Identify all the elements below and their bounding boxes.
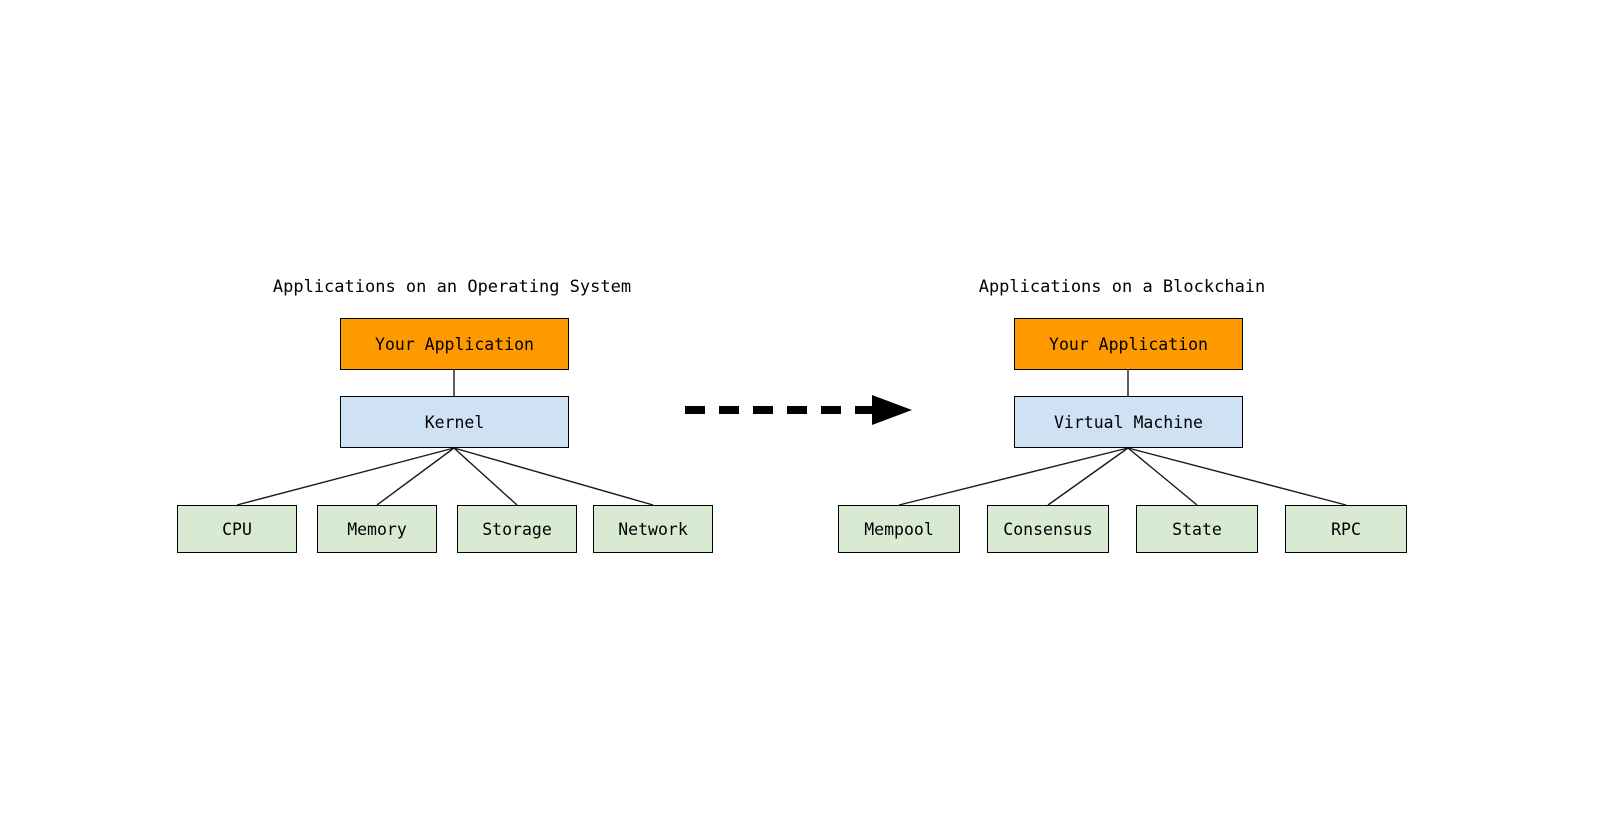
blockchain-child-box-state: State — [1136, 505, 1258, 553]
blockchain-your-application-box: Your Application — [1014, 318, 1243, 370]
blockchain-child-box-rpc: RPC — [1285, 505, 1407, 553]
os-child-box-memory: Memory — [317, 505, 437, 553]
os-diagram-title: Applications on an Operating System — [272, 277, 632, 297]
os-child-box-storage: Storage — [457, 505, 577, 553]
os-kernel-box: Kernel — [340, 396, 569, 448]
blockchain-virtual-machine-box: Virtual Machine — [1014, 396, 1243, 448]
os-child-box-cpu: CPU — [177, 505, 297, 553]
os-your-application-box: Your Application — [340, 318, 569, 370]
blockchain-diagram-title: Applications on a Blockchain — [978, 277, 1266, 297]
transition-arrow — [685, 395, 912, 425]
os-child-box-network: Network — [593, 505, 713, 553]
blockchain-child-box-mempool: Mempool — [838, 505, 960, 553]
blockchain-child-box-consensus: Consensus — [987, 505, 1109, 553]
